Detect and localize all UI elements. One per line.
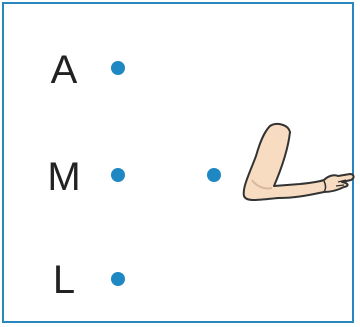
matching-panel: A M L [2,2,354,323]
match-dot-m[interactable] [111,168,125,182]
match-dot-l[interactable] [111,272,125,286]
letter-l: L [44,260,84,300]
match-dot-a[interactable] [111,61,125,75]
arm-shape [244,124,354,200]
match-dot-arm[interactable] [207,168,221,182]
letter-a: A [44,50,84,90]
bent-arm-elbow-icon [238,120,358,210]
letter-m: M [44,157,84,197]
